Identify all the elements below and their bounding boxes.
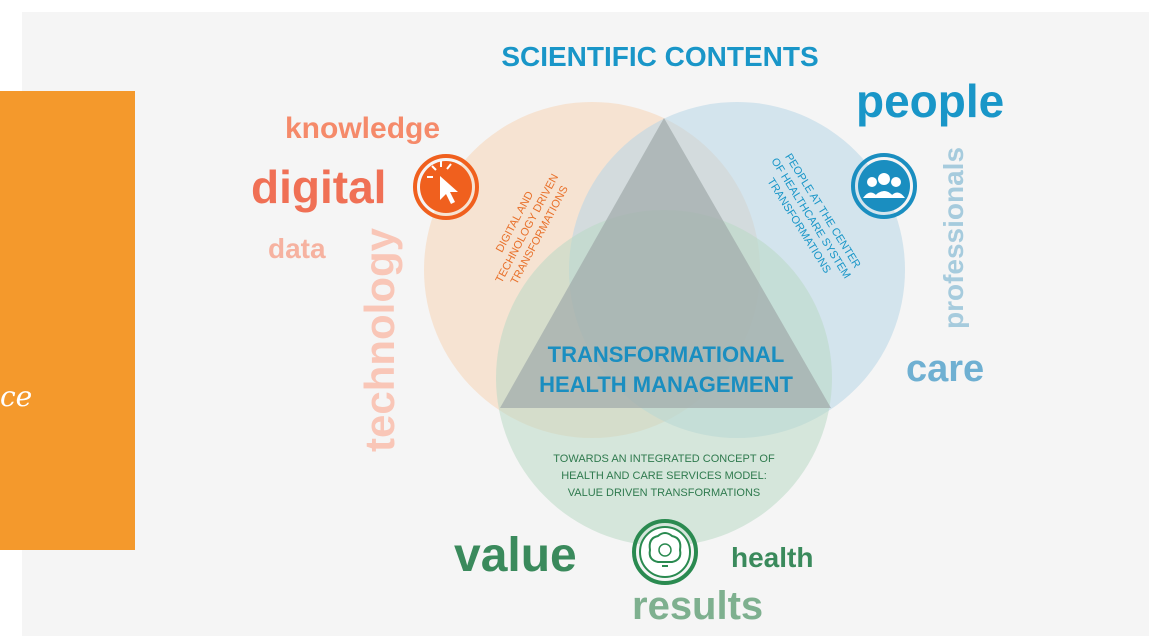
bottom-circle-label-line1: TOWARDS AN INTEGRATED CONCEPT OF xyxy=(553,453,775,465)
people-group-icon xyxy=(851,153,917,219)
word-technology: technology xyxy=(356,227,403,453)
bottom-circle-label-line3: VALUE DRIVEN TRANSFORMATIONS xyxy=(568,487,761,499)
word-digital: digital xyxy=(251,161,387,213)
word-knowledge: knowledge xyxy=(285,112,441,145)
word-results: results xyxy=(632,584,764,628)
word-health: health xyxy=(731,542,814,573)
word-professionals: professionals xyxy=(938,146,969,330)
brain-bulb-icon xyxy=(632,519,698,585)
diagram-title: SCIENTIFIC CONTENTS xyxy=(501,41,818,72)
center-triangle xyxy=(500,118,831,408)
orange-side-panel xyxy=(0,91,135,550)
center-title-line1: TRANSFORMATIONAL xyxy=(548,342,785,367)
side-panel-text: ce xyxy=(0,380,33,413)
bottom-circle-label-line2: HEALTH AND CARE SERVICES MODEL: xyxy=(561,470,767,482)
word-value: value xyxy=(454,529,577,582)
word-people: people xyxy=(856,75,1005,127)
word-data: data xyxy=(268,233,326,264)
center-title-line2: HEALTH MANAGEMENT xyxy=(539,372,793,397)
word-care: care xyxy=(906,348,985,390)
cursor-click-icon xyxy=(413,154,479,220)
